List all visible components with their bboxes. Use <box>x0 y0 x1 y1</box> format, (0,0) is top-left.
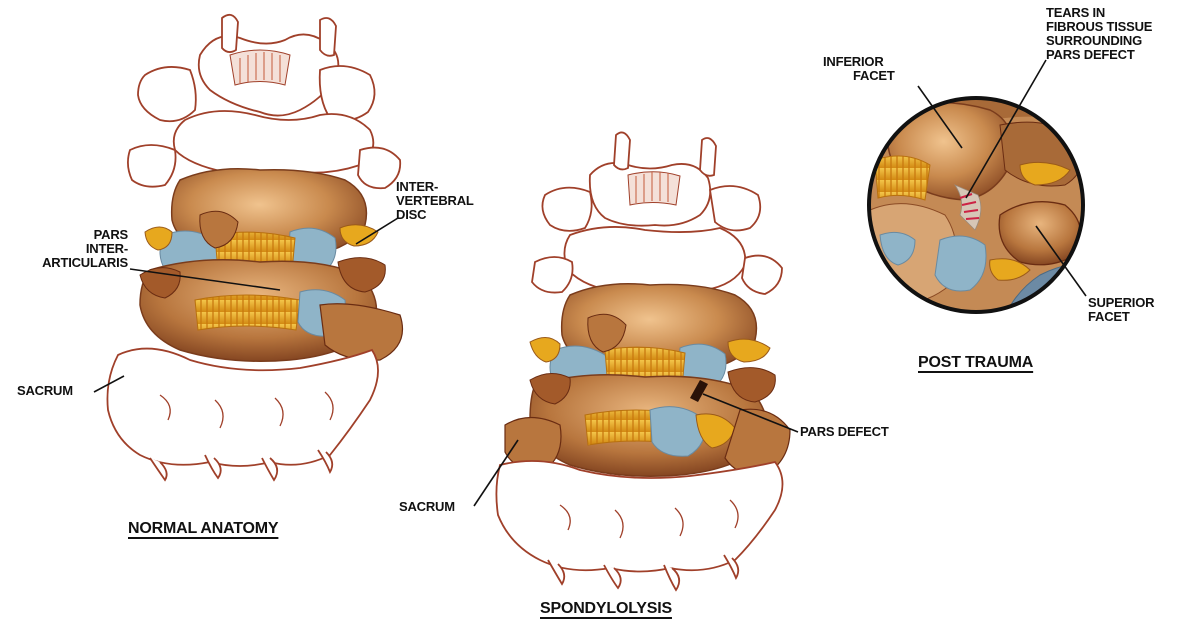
label-tears-fibrous-tissue: TEARS IN FIBROUS TISSUE SURROUNDING PARS… <box>1046 6 1152 62</box>
post-trauma-illustration <box>860 90 1110 330</box>
label-disc-line1: INTER- <box>396 180 474 194</box>
label-disc-line3: DISC <box>396 208 474 222</box>
spondylolysis-illustration <box>496 132 790 590</box>
spondy-upper-vertebrae <box>532 132 782 294</box>
caption-post-trauma: POST TRAUMA <box>918 354 1033 372</box>
caption-spondylolysis: SPONDYLOLYSIS <box>540 600 672 618</box>
label-disc-line2: VERTEBRAL <box>396 194 474 208</box>
label-pars-line3: ARTICULARIS <box>28 256 128 270</box>
label-inferior-facet: INFERIOR FACET <box>823 55 895 83</box>
label-tears-line2: FIBROUS TISSUE <box>1046 20 1152 34</box>
label-pars-defect: PARS DEFECT <box>800 425 889 439</box>
label-tears-line3: SURROUNDING <box>1046 34 1152 48</box>
normal-lower-vertebrae <box>140 169 403 362</box>
label-superior-line2: FACET <box>1088 310 1154 324</box>
caption-normal-anatomy: NORMAL ANATOMY <box>128 520 278 538</box>
label-tears-line1: TEARS IN <box>1046 6 1152 20</box>
spondy-sacrum <box>496 461 782 590</box>
label-inferior-line1: INFERIOR <box>823 55 895 69</box>
normal-upper-vertebrae <box>128 15 400 188</box>
label-intervertebral-disc: INTER- VERTEBRAL DISC <box>396 180 474 222</box>
spondy-lower-vertebrae <box>505 284 790 477</box>
label-tears-line4: PARS DEFECT <box>1046 48 1152 62</box>
label-superior-facet: SUPERIOR FACET <box>1088 296 1154 324</box>
normal-sacrum <box>107 349 378 480</box>
label-pars-line2: INTER- <box>28 242 128 256</box>
normal-anatomy-illustration <box>107 15 402 480</box>
label-pars-line1: PARS <box>28 228 128 242</box>
label-inferior-line2: FACET <box>823 69 895 83</box>
label-pars-interarticularis: PARS INTER- ARTICULARIS <box>28 228 128 270</box>
label-superior-line1: SUPERIOR <box>1088 296 1154 310</box>
normal-upper-disc-hatch <box>230 50 290 85</box>
label-normal-sacrum: SACRUM <box>17 384 73 398</box>
label-spondy-sacrum: SACRUM <box>399 500 455 514</box>
